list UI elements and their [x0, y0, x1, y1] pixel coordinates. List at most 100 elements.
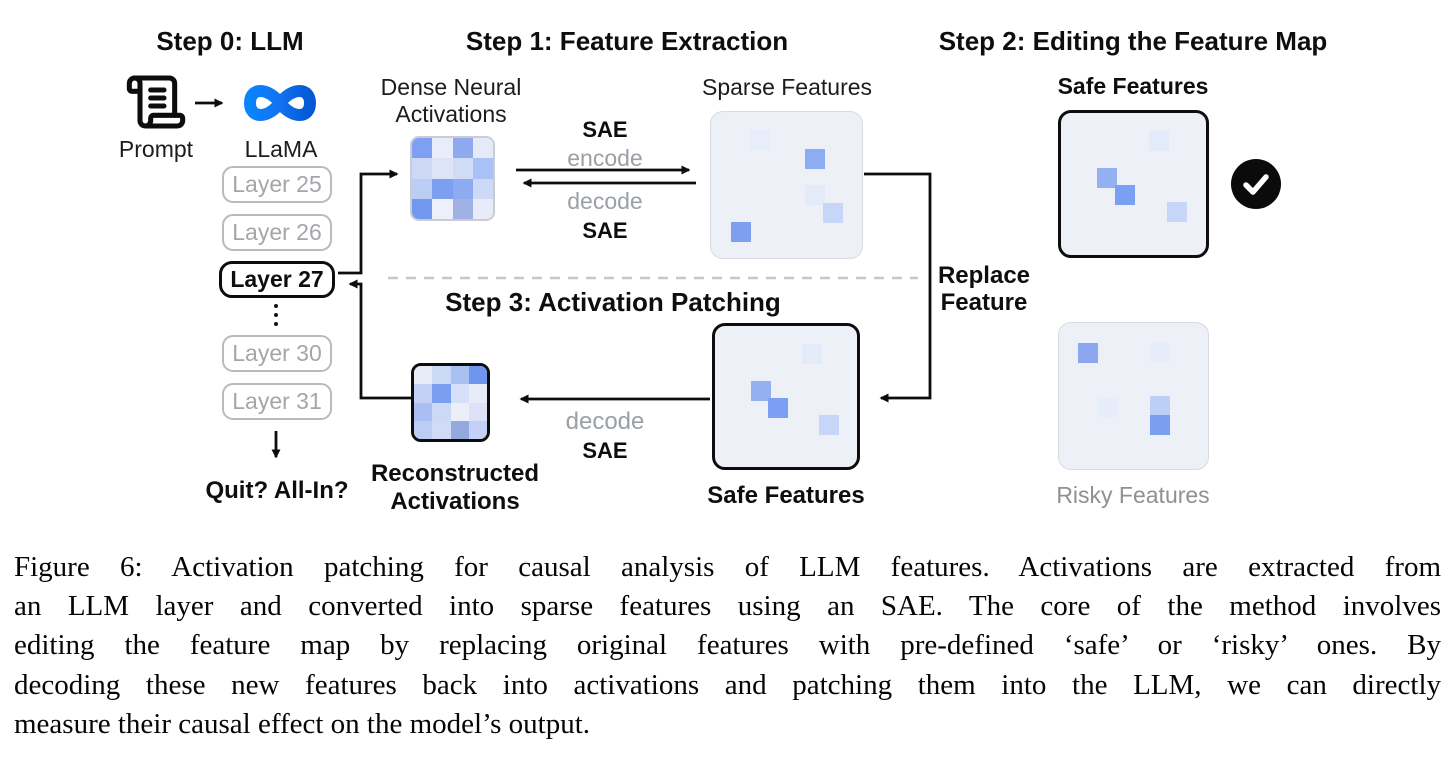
feature-square: [1097, 168, 1118, 189]
feature-square: [767, 397, 788, 418]
layer-31: Layer 31: [222, 383, 332, 420]
heatmap-cell: [412, 158, 433, 179]
heatmap-cell: [414, 384, 433, 403]
feature-square: [1149, 131, 1170, 152]
layer-25-label: Layer 25: [232, 171, 322, 197]
layer-27-label: Layer 27: [230, 266, 324, 292]
sparse-features-map: [710, 111, 863, 259]
feature-square: [818, 414, 839, 435]
caption-line: decoding these new features back into ac…: [14, 668, 1441, 701]
caption-line: editing the feature map by replacing ori…: [14, 629, 1441, 662]
feature-square: [1114, 185, 1135, 206]
safe-features-step2-map: [1058, 110, 1209, 258]
heatmap-cell: [432, 384, 451, 403]
scroll-icon: [124, 70, 188, 134]
reconstructed-activations-heatmap: [411, 363, 490, 442]
heatmap-cell: [450, 366, 469, 385]
safe-features-step3-map: [712, 323, 860, 470]
feature-square: [1166, 202, 1187, 223]
prompt-label: Prompt: [118, 136, 194, 162]
sae-label-top: SAE: [582, 117, 628, 142]
feature-square: [730, 221, 751, 242]
heatmap-cell: [468, 402, 487, 421]
sae-label-bottom: SAE: [582, 218, 628, 243]
layer-27-active: Layer 27: [219, 261, 335, 298]
heatmap-cell: [432, 138, 453, 159]
dense-activations-label-line1: Dense Neural: [380, 74, 522, 100]
layer-ellipsis-icon: [274, 304, 278, 326]
heatmap-cell: [412, 198, 433, 219]
heatmap-cell: [452, 158, 473, 179]
feature-square: [804, 185, 825, 205]
safe-features-step2-label: Safe Features: [1057, 73, 1209, 99]
heatmap-cell: [414, 402, 433, 421]
check-circle-icon: [1231, 159, 1281, 209]
heatmap-cell: [468, 420, 487, 439]
heatmap-cell: [432, 420, 451, 439]
replace-feature-label-line2: Feature: [940, 289, 1028, 316]
step3-decode-label: decode: [565, 408, 645, 435]
heatmap-cell: [472, 198, 493, 219]
reconstructed-label-line1: Reconstructed: [370, 460, 540, 487]
heatmap-cell: [450, 420, 469, 439]
feature-square: [750, 129, 771, 150]
feature-square: [1149, 414, 1170, 435]
step3-sae-label: SAE: [582, 438, 628, 463]
layer-26: Layer 26: [222, 214, 332, 251]
layer-26-label: Layer 26: [232, 219, 322, 245]
heatmap-cell: [472, 138, 493, 159]
caption-line: measure their causal effect on the model…: [14, 707, 591, 740]
layer-25: Layer 25: [222, 166, 332, 203]
encode-label: encode: [567, 145, 643, 171]
heatmap-cell: [450, 402, 469, 421]
output-question-label: Quit? All-In?: [205, 477, 349, 504]
feature-square: [1097, 397, 1118, 418]
heatmap-cell: [432, 402, 451, 421]
replace-feature-label-line1: Replace: [937, 262, 1031, 289]
heatmap-cell: [412, 138, 433, 159]
feature-square: [750, 380, 771, 401]
heatmap-cell: [432, 178, 453, 199]
feature-square: [1149, 343, 1170, 364]
heatmap-cell: [412, 178, 433, 199]
step1-title: Step 1: Feature Extraction: [465, 26, 789, 56]
heatmap-cell: [452, 198, 473, 219]
heatmap-cell: [432, 158, 453, 179]
heatmap-cell: [450, 384, 469, 403]
feature-square: [1078, 343, 1099, 364]
arrow-layer27-to-dense: [338, 169, 399, 275]
caption-line: Figure 6: Activation patching for causal…: [14, 551, 1441, 583]
feature-square: [822, 202, 843, 223]
dense-activations-label-line2: Activations: [395, 101, 507, 127]
heatmap-cell: [414, 366, 433, 385]
figure-caption: Figure 6: Activation patching for causal…: [14, 551, 1441, 747]
llama-label: LLaMA: [244, 136, 318, 162]
heatmap-cell: [414, 420, 433, 439]
safe-features-step3-label: Safe Features: [707, 482, 865, 509]
arrow-reconstructed-to-layer27: [348, 279, 412, 400]
heatmap-cell: [452, 138, 473, 159]
heatmap-cell: [432, 366, 451, 385]
heatmap-cell: [472, 158, 493, 179]
feature-square: [1149, 396, 1170, 416]
heatmap-cell: [468, 366, 487, 385]
step0-title: Step 0: LLM: [156, 26, 304, 56]
feature-square: [801, 344, 822, 365]
sparse-features-label: Sparse Features: [701, 74, 873, 100]
layer-30-label: Layer 30: [232, 340, 322, 366]
heatmap-cell: [468, 384, 487, 403]
risky-features-label: Risky Features: [1056, 482, 1210, 508]
heatmap-cell: [472, 178, 493, 199]
layer-30: Layer 30: [222, 335, 332, 372]
step2-title: Step 2: Editing the Feature Map: [938, 26, 1328, 56]
reconstructed-label-line2: Activations: [390, 488, 520, 515]
risky-features-map: [1058, 322, 1209, 470]
heatmap-cell: [432, 198, 453, 219]
caption-line: an LLM layer and converted into sparse f…: [14, 590, 1441, 623]
decode-label: decode: [567, 188, 643, 214]
dense-activations-heatmap: [410, 136, 495, 221]
arrow-replace-feature: [864, 172, 932, 403]
step3-title: Step 3: Activation Patching: [445, 287, 781, 317]
layer-31-label: Layer 31: [232, 388, 322, 414]
